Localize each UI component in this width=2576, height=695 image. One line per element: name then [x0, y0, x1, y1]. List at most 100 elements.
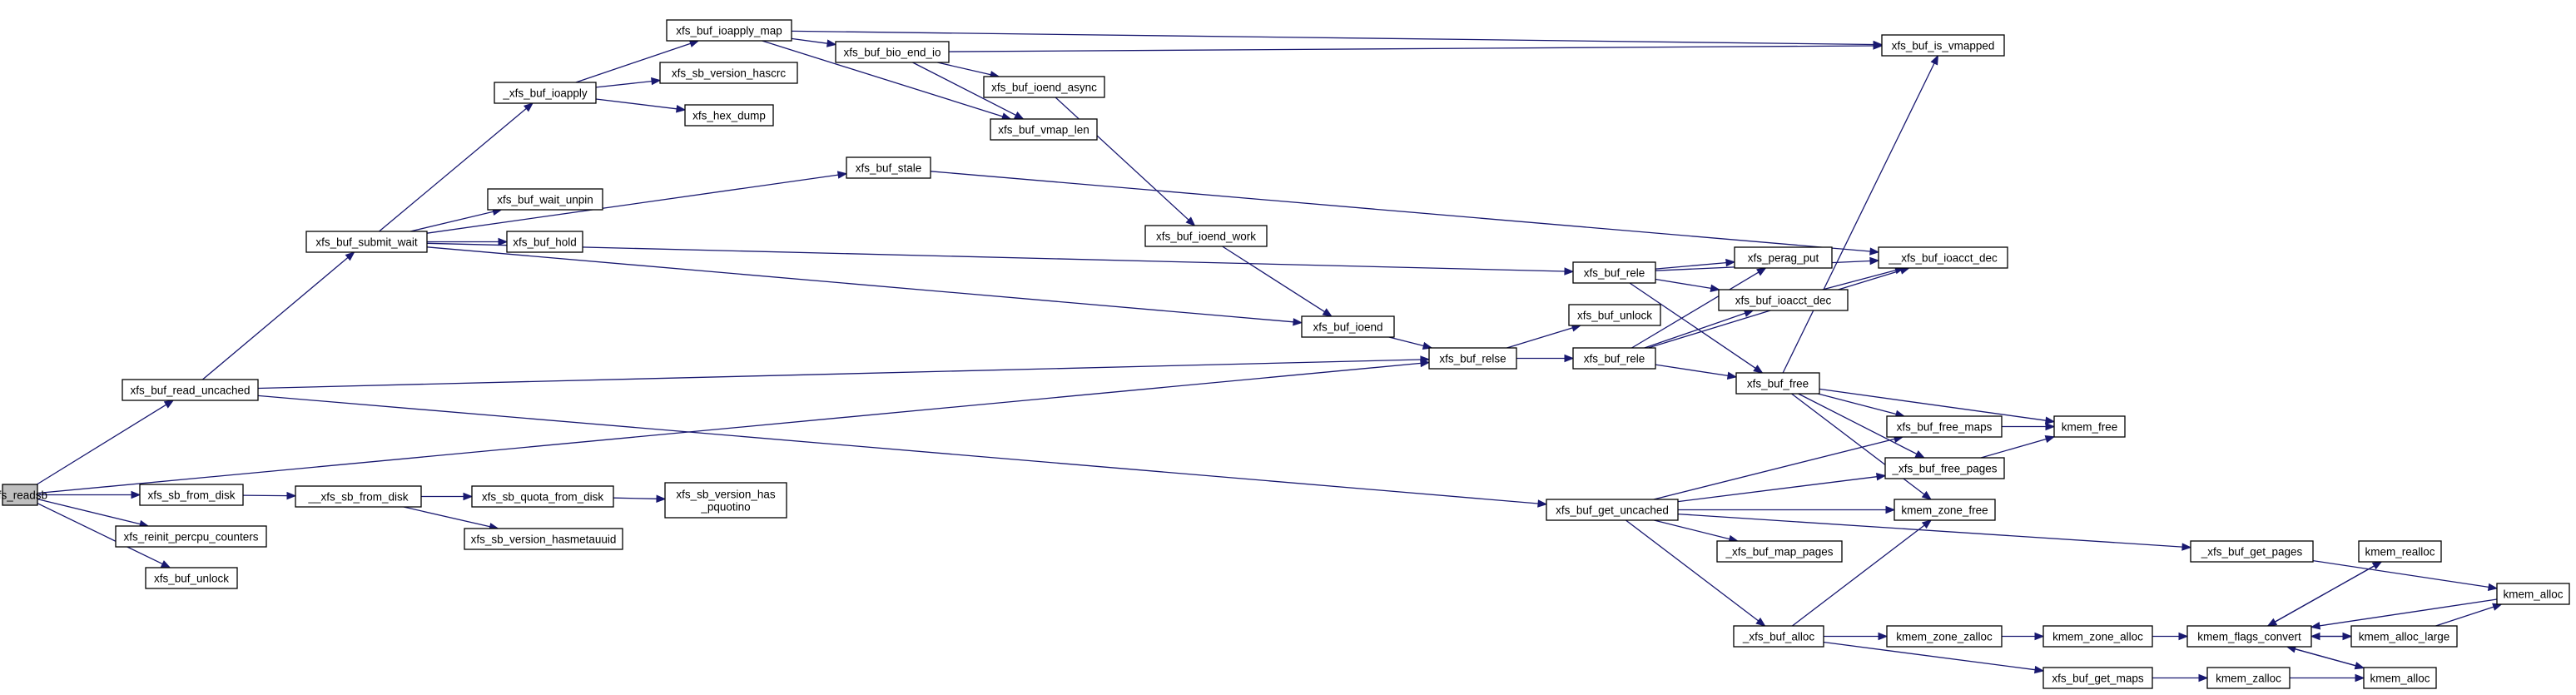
node-box: [2053, 415, 2126, 438]
edge-line: [1817, 393, 1897, 415]
edge-arrowhead: [1420, 355, 1431, 364]
edge-arrowhead: [463, 492, 474, 501]
node-xfs-buf-is-vmapped[interactable]: xfs_buf_is_vmapped: [1881, 34, 2005, 57]
edge-line: [1055, 97, 1189, 221]
call-edge-xfs_buf_ioend_work-to-xfs_buf_ioend: [1222, 246, 1333, 317]
node-xfs-buf-bio-end-io[interactable]: xfs_buf_bio_end_io: [835, 41, 950, 63]
node-xfs-buf-wait-unpin[interactable]: xfs_buf_wait_unpin: [487, 188, 603, 211]
call-edge-xfs_buf_rele_top-to-xfs_buf_free: [1629, 282, 1764, 374]
call-edge-xfs_buf_read_uncached-to-xfs_buf_submit_wait: [201, 251, 355, 380]
node-kmem-free[interactable]: kmem_free: [2053, 415, 2126, 438]
node-xfs-buf-read-uncached[interactable]: xfs_buf_read_uncached: [122, 379, 259, 401]
node-kmem-zone-zalloc[interactable]: kmem_zone_zalloc: [1886, 625, 2003, 648]
edge-line: [403, 506, 490, 528]
node-kmem-realloc[interactable]: kmem_realloc: [2358, 540, 2442, 563]
node-xfs-buf-relse[interactable]: xfs_buf_relse: [1428, 347, 1517, 370]
edge-line: [2295, 648, 2365, 669]
edge-line: [257, 359, 1422, 390]
edge-line: [1631, 271, 1760, 349]
edge-line: [426, 242, 1566, 272]
edge-line: [791, 30, 1874, 46]
node--xfs-buf-ioapply[interactable]: _xfs_buf_ioapply: [494, 82, 597, 104]
node-xfs-buf-stale[interactable]: xfs_buf_stale: [846, 156, 931, 179]
node-xfs-buf-ioend-async[interactable]: xfs_buf_ioend_async: [983, 76, 1105, 98]
call-edge-_xfs_buf_ioapply-to-xfs_sb_version_hascrc: [595, 77, 662, 88]
node-label: xfs_buf_ioend: [1313, 321, 1382, 334]
node-kmem-flags-convert[interactable]: kmem_flags_convert: [2186, 625, 2312, 648]
call-edge-xfs_buf_get_uncached-to-_xfs_buf_free_pages: [1677, 473, 1887, 503]
node-label: kmem_flags_convert: [2197, 631, 2301, 643]
node-xfs-buf-ioend-work[interactable]: xfs_buf_ioend_work: [1144, 225, 1268, 247]
node-xfs-buf-ioend[interactable]: xfs_buf_ioend: [1301, 315, 1395, 338]
node-xfs-buf-free-maps[interactable]: xfs_buf_free_maps: [1886, 415, 2003, 438]
node---xfs-sb-from-disk[interactable]: __xfs_sb_from_disk: [295, 485, 422, 508]
node-box: [846, 156, 931, 179]
node-box: [2, 484, 38, 506]
call-edge-xfs_buf_ioend_async-to-xfs_buf_ioend_work: [1055, 97, 1196, 226]
node-label: xfs_buf_ioend_work: [1156, 231, 1256, 243]
node--xfs-buf-get-pages[interactable]: _xfs_buf_get_pages: [2190, 540, 2314, 563]
node-box: [122, 379, 259, 401]
edge-line: [409, 211, 494, 232]
node-box: [2206, 667, 2291, 689]
node-xfs-sb-version-has-pquotino[interactable]: xfs_sb_version_has_pquotino: [664, 482, 787, 519]
node-xfs-buf-submit-wait[interactable]: xfs_buf_submit_wait: [305, 231, 428, 253]
node-xfs-buf-unlock-1[interactable]: xfs_buf_unlock: [145, 567, 238, 589]
edge-arrowhead: [498, 237, 509, 246]
node-xfs-buf-ioacct-dec[interactable]: xfs_buf_ioacct_dec: [1718, 289, 1849, 311]
edge-arrowhead: [1014, 112, 1025, 120]
node-box: [1572, 261, 1656, 284]
call-edge-xfs_buf_get_uncached-to-kmem_zone_free: [1678, 505, 1896, 514]
node-xfs-buf-unlock-2[interactable]: xfs_buf_unlock: [1568, 304, 1661, 326]
edge-arrowhead: [2310, 622, 2321, 630]
edge-arrowhead: [2266, 618, 2278, 627]
edge-line: [1798, 393, 1918, 455]
node-xfs-sb-version-hasmetauuid[interactable]: xfs_sb_version_hasmetauuid: [464, 528, 623, 550]
call-edge-xfs_buf_relse-to-xfs_buf_rele_mid: [1516, 354, 1575, 363]
node-xfs-sb-from-disk[interactable]: xfs_sb_from_disk: [139, 484, 244, 506]
edge-arrowhead: [1869, 256, 1880, 266]
node-xfs-reinit-percpu-counters[interactable]: xfs_reinit_percpu_counters: [115, 525, 267, 548]
node-xfs-buf-get-maps[interactable]: xfs_buf_get_maps: [2042, 667, 2153, 689]
node-xfs-buf-vmap-len[interactable]: xfs_buf_vmap_len: [990, 118, 1098, 141]
node-label: _pquotino: [700, 501, 750, 514]
node-xfs-buf-get-uncached[interactable]: xfs_buf_get_uncached: [1546, 499, 1679, 521]
edge-arrowhead: [131, 490, 141, 499]
node--xfs-buf-map-pages[interactable]: _xfs_buf_map_pages: [1716, 540, 1843, 563]
node-box: [2042, 667, 2153, 689]
node-kmem-alloc-large[interactable]: kmem_alloc_large: [2350, 625, 2458, 648]
node-xfs-buf-free[interactable]: xfs_buf_free: [1735, 372, 1820, 395]
call-edge-xfs_buf_rele_top-to-xfs_perag_put: [1655, 258, 1736, 270]
node-xfs-sb-quota-from-disk[interactable]: xfs_sb_quota_from_disk: [471, 485, 614, 508]
call-edge-xfs_buf_stale-to-__xfs_buf_ioacct_dec: [930, 171, 1880, 256]
edge-line: [791, 37, 828, 44]
node-xfs-buf-hold[interactable]: xfs_buf_hold: [506, 231, 583, 253]
node-xfs-sb-version-hascrc[interactable]: xfs_sb_version_hascrc: [659, 62, 798, 84]
node---xfs-buf-ioacct-dec[interactable]: __xfs_buf_ioacct_dec: [1878, 246, 2008, 269]
node-label: xfs_buf_rele: [1584, 267, 1645, 280]
node-kmem-zalloc[interactable]: kmem_zalloc: [2206, 667, 2291, 689]
node-xfs-buf-rele-top[interactable]: xfs_buf_rele: [1572, 261, 1656, 284]
node-xfs-perag-put[interactable]: xfs_perag_put: [1734, 246, 1833, 269]
node--xfs-buf-alloc[interactable]: _xfs_buf_alloc: [1733, 625, 1824, 648]
edge-line: [1655, 278, 1711, 290]
node--xfs-buf-free-pages[interactable]: _xfs_buf_free_pages: [1884, 457, 2005, 479]
node-kmem-zone-free[interactable]: kmem_zone_free: [1894, 499, 1996, 521]
node-box: [664, 482, 787, 519]
node-xfs-buf-ioapply-map[interactable]: xfs_buf_ioapply_map: [666, 19, 792, 42]
edge-arrowhead: [2044, 435, 2056, 444]
node-kmem-zone-alloc[interactable]: kmem_zone_alloc: [2042, 625, 2153, 648]
node-label: xfs_buf_hold: [513, 236, 577, 249]
edge-line: [762, 40, 1003, 117]
node-kmem-alloc-2[interactable]: kmem_alloc: [2363, 667, 2437, 689]
node-box: [464, 528, 623, 550]
edge-arrowhead: [160, 560, 171, 568]
node-xfs-readsb[interactable]: xfs_readsb: [0, 484, 47, 506]
node-xfs-buf-rele-mid[interactable]: xfs_buf_rele: [1572, 347, 1656, 370]
node-xfs-hex-dump[interactable]: xfs_hex_dump: [684, 104, 774, 127]
call-edge-xfs_buf_rele_mid-to-xfs_buf_ioacct_dec: [1644, 309, 1755, 349]
edge-arrowhead: [2044, 416, 2056, 424]
node-box: [2363, 667, 2437, 689]
node-kmem-alloc[interactable]: kmem_alloc: [2496, 583, 2570, 605]
